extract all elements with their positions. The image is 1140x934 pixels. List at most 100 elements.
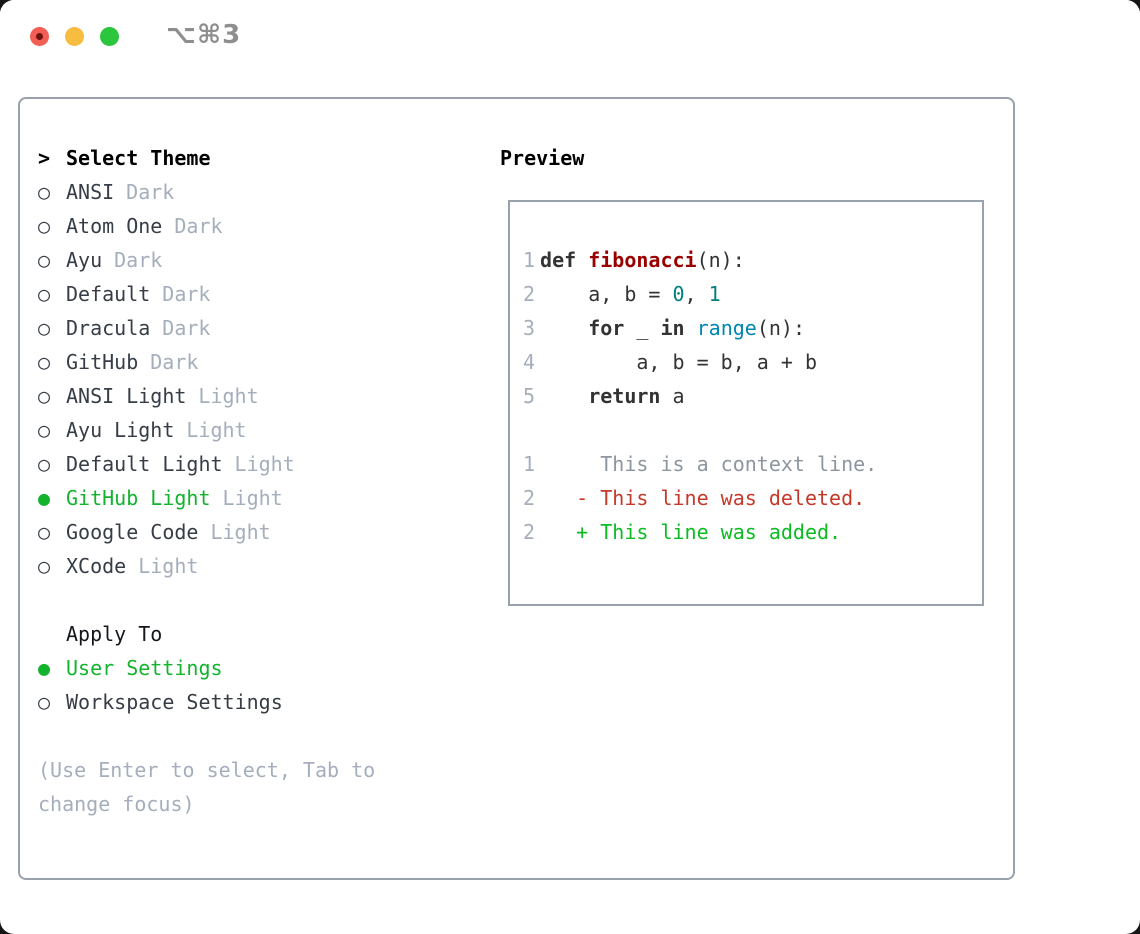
select-theme-label: Select Theme [66, 146, 211, 170]
theme-name: ANSI [66, 180, 115, 204]
theme-option-default-light[interactable]: ○ Default Light Light [38, 447, 375, 481]
theme-name: Google Code [66, 520, 199, 544]
maximize-button[interactable] [100, 27, 119, 46]
preview-line: 2 a, b = 0, 1 [523, 277, 982, 311]
theme-variant: Light [186, 418, 247, 442]
theme-name: Dracula [66, 316, 151, 340]
line-number: 2 [523, 486, 536, 510]
apply-to-header: Apply To [38, 617, 375, 651]
theme-option-github-light[interactable]: ● GitHub Light Light [38, 481, 375, 515]
theme-option-dracula[interactable]: ○ Dracula Dark [38, 311, 375, 345]
unsaved-dot-icon [36, 33, 43, 40]
preview-line: 1 This is a context line. [523, 447, 982, 481]
prompt-icon: > [38, 146, 51, 170]
theme-name: Default Light [66, 452, 223, 476]
apply-option-user-settings[interactable]: ● User Settings [38, 651, 375, 685]
apply-to-label: Apply To [66, 622, 163, 646]
radio-unselected-icon: ○ [38, 452, 51, 476]
line-number: 1 [523, 248, 536, 272]
titlebar: ⌥⌘3 [0, 0, 1140, 97]
apply-option-workspace-settings[interactable]: ○ Workspace Settings [38, 685, 375, 719]
select-theme-header: > Select Theme [38, 141, 375, 175]
theme-name: XCode [66, 554, 127, 578]
code-text: + This line was added. [540, 520, 842, 544]
minimize-button[interactable] [65, 27, 84, 46]
radio-unselected-icon: ○ [38, 690, 51, 714]
theme-option-ayu[interactable]: ○ Ayu Dark [38, 243, 375, 277]
close-button[interactable] [30, 27, 49, 46]
line-number: 3 [523, 316, 536, 340]
theme-option-atom-one[interactable]: ○ Atom One Dark [38, 209, 375, 243]
theme-variant: Dark [162, 316, 211, 340]
theme-variant: Dark [174, 214, 223, 238]
theme-variant: Dark [126, 180, 175, 204]
window-title: ⌥⌘3 [166, 20, 242, 50]
theme-variant: Light [234, 452, 295, 476]
theme-name: Atom One [66, 214, 163, 238]
radio-unselected-icon: ○ [38, 214, 51, 238]
theme-name: Ayu Light [66, 418, 175, 442]
line-number: 4 [523, 350, 536, 374]
preview-line: 3 for _ in range(n): [523, 311, 982, 345]
spacer [38, 583, 375, 617]
theme-variant: Dark [162, 282, 211, 306]
radio-unselected-icon: ○ [38, 418, 51, 442]
code-text: for _ in range(n): [588, 316, 805, 340]
theme-variant: Light [138, 554, 199, 578]
code-text: a, b = b, a + b [540, 350, 817, 374]
code-text: - This line was deleted. [540, 486, 866, 510]
preview-line: 2 + This line was added. [523, 515, 982, 549]
code-text: This is a context line. [540, 452, 878, 476]
theme-name: Ayu [66, 248, 103, 272]
radio-unselected-icon: ○ [38, 520, 51, 544]
preview-line: 2 - This line was deleted. [523, 481, 982, 515]
radio-unselected-icon: ○ [38, 180, 51, 204]
code-text: return a [588, 384, 685, 408]
help-text: (Use Enter to select, Tab to change focu… [38, 753, 375, 821]
theme-variant: Light [222, 486, 283, 510]
preview-line [523, 413, 982, 447]
radio-unselected-icon: ○ [38, 316, 51, 340]
line-number: 5 [523, 384, 536, 408]
theme-name: GitHub [66, 350, 139, 374]
code-text: a, b = 0, 1 [540, 282, 721, 306]
line-number: 2 [523, 282, 536, 306]
theme-name: ANSI Light [66, 384, 187, 408]
theme-variant: Light [198, 384, 259, 408]
spacer [38, 719, 375, 753]
theme-variant: Light [210, 520, 271, 544]
line-number: 1 [523, 452, 536, 476]
radio-unselected-icon: ○ [38, 248, 51, 272]
theme-name: GitHub Light [66, 486, 211, 510]
help-line-1: (Use Enter to select, Tab to [38, 758, 376, 782]
help-line-2: change focus) [38, 792, 195, 816]
radio-selected-icon: ● [38, 656, 51, 680]
radio-selected-icon: ● [38, 486, 51, 510]
apply-option-label: Workspace Settings [66, 690, 283, 714]
code-text: def fibonacci(n): [540, 248, 745, 272]
theme-option-xcode[interactable]: ○ XCode Light [38, 549, 375, 583]
apply-option-label: User Settings [66, 656, 223, 680]
theme-option-ansi[interactable]: ○ ANSI Dark [38, 175, 375, 209]
preview-line: 4 a, b = b, a + b [523, 345, 982, 379]
radio-unselected-icon: ○ [38, 554, 51, 578]
theme-option-ansi-light[interactable]: ○ ANSI Light Light [38, 379, 375, 413]
preview-line: 5 return a [523, 379, 982, 413]
radio-unselected-icon: ○ [38, 384, 51, 408]
theme-option-google-code[interactable]: ○ Google Code Light [38, 515, 375, 549]
theme-variant: Dark [114, 248, 163, 272]
theme-option-ayu-light[interactable]: ○ Ayu Light Light [38, 413, 375, 447]
radio-unselected-icon: ○ [38, 350, 51, 374]
line-number: 2 [523, 520, 536, 544]
theme-variant: Dark [150, 350, 199, 374]
radio-unselected-icon: ○ [38, 282, 51, 306]
theme-option-github[interactable]: ○ GitHub Dark [38, 345, 375, 379]
apply-to-list: ● User Settings ○ Workspace Settings [38, 651, 375, 719]
